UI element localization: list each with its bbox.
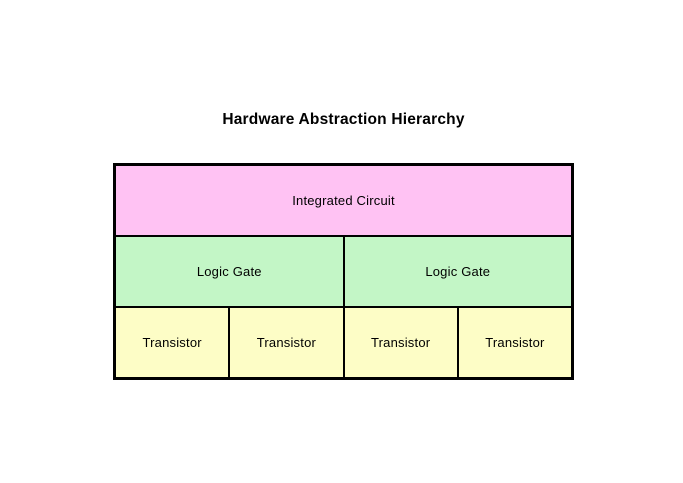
cell-label: Transistor <box>142 335 202 350</box>
cell-transistor-4: Transistor <box>456 308 571 377</box>
cell-transistor-1: Transistor <box>116 308 229 377</box>
cell-logic-gate-2: Logic Gate <box>342 237 571 306</box>
cell-integrated-circuit: Integrated Circuit <box>116 166 571 235</box>
cell-transistor-3: Transistor <box>342 308 457 377</box>
cell-label: Transistor <box>256 335 317 350</box>
cell-label: Logic Gate <box>196 264 262 279</box>
hierarchy-stack: Integrated Circuit Logic Gate Logic Gate… <box>113 163 574 380</box>
cell-label: Logic Gate <box>425 264 491 279</box>
row-integrated-circuit: Integrated Circuit <box>116 166 571 235</box>
row-transistors: Transistor Transistor Transistor Transis… <box>116 306 571 377</box>
row-logic-gates: Logic Gate Logic Gate <box>116 235 571 306</box>
cell-logic-gate-1: Logic Gate <box>116 237 343 306</box>
cell-label: Transistor <box>370 335 431 350</box>
cell-transistor-2: Transistor <box>228 308 343 377</box>
cell-label: Integrated Circuit <box>292 193 395 208</box>
cell-label: Transistor <box>485 335 545 350</box>
diagram-title: Hardware Abstraction Hierarchy <box>222 111 465 128</box>
